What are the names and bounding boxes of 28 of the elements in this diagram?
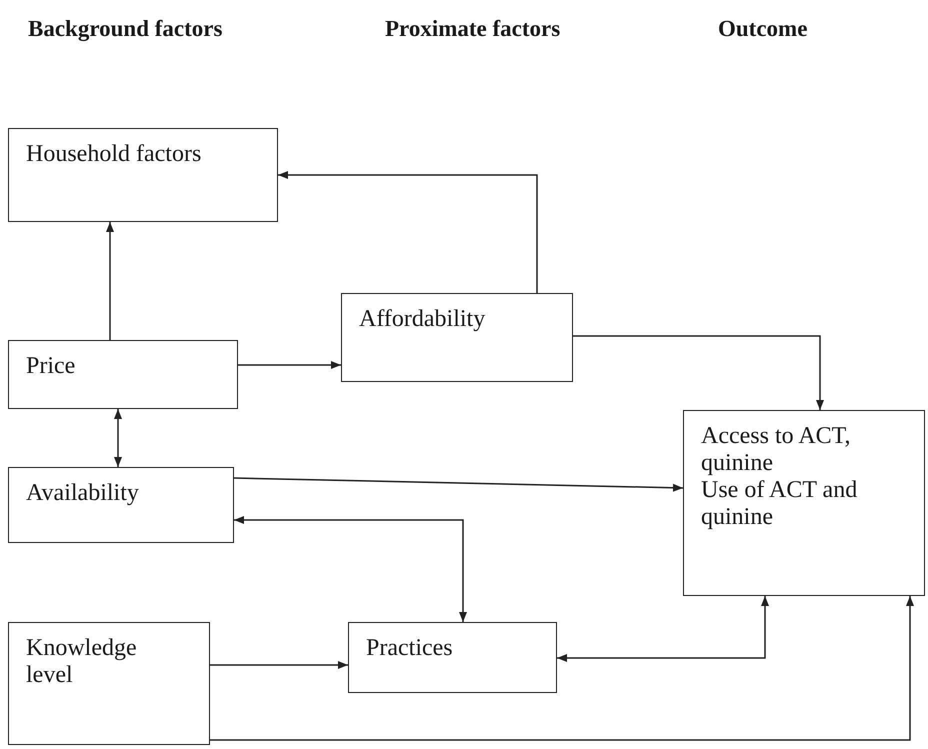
box-text: Access to ACT, quinine <box>701 423 852 477</box>
column-heading: Outcome <box>718 16 808 42</box>
arrow <box>278 171 538 293</box>
box-text: Household factors <box>26 141 202 168</box>
box-text: Knowledge level <box>26 635 138 689</box>
box-text: Use of ACT and quinine <box>701 477 858 531</box>
factor-box <box>683 410 925 596</box>
factor-box <box>8 467 234 543</box>
arrow <box>234 477 684 492</box>
arrow <box>210 596 914 741</box>
box-text: Affordability <box>359 306 486 333</box>
arrow <box>557 596 769 662</box>
arrow <box>210 661 348 669</box>
arrow <box>114 409 122 467</box>
arrow <box>238 361 341 369</box>
box-text: Availability <box>26 480 140 507</box>
column-heading: Background factors <box>28 16 222 42</box>
arrow <box>106 222 114 340</box>
box-text: Practices <box>366 635 454 662</box>
column-heading: Proximate factors <box>385 16 560 42</box>
factor-box <box>8 340 238 409</box>
factor-box <box>341 293 573 382</box>
arrow <box>234 516 467 622</box>
factor-box <box>8 622 210 745</box>
arrow <box>573 335 824 410</box>
factor-box <box>8 128 278 222</box>
factor-box <box>348 622 557 693</box>
box-text: Price <box>26 353 76 380</box>
